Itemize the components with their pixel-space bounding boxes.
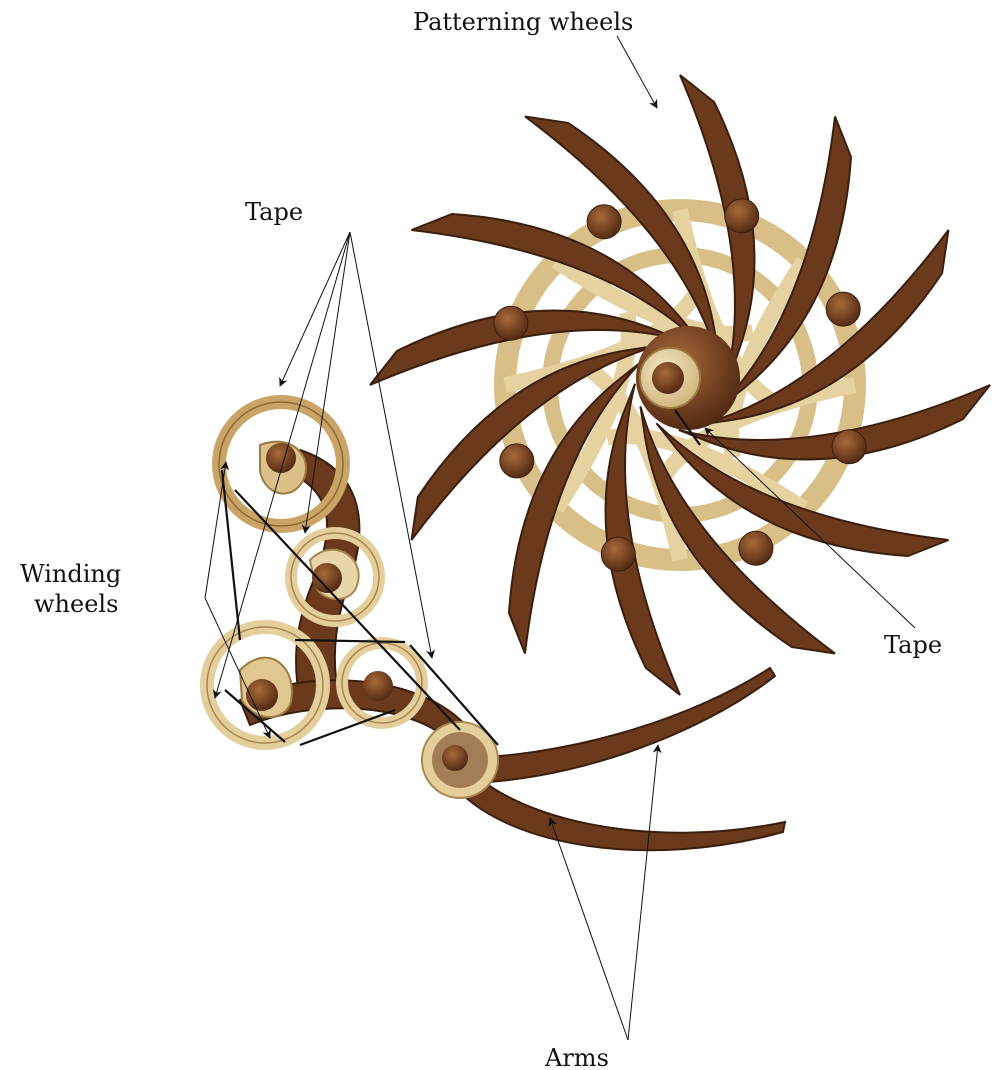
patterning-knob bbox=[494, 306, 528, 340]
label-tape-right: Tape bbox=[884, 631, 942, 659]
label-tape-top: Tape bbox=[245, 198, 303, 226]
arm-lower bbox=[458, 770, 785, 850]
pointer-patterning bbox=[617, 36, 657, 108]
pointer-tape-4 bbox=[350, 232, 432, 658]
label-winding-wheels-line2: wheels bbox=[34, 590, 118, 618]
label-winding-wheels-line1: Winding bbox=[20, 560, 121, 588]
pointer-arms-1 bbox=[550, 818, 628, 1040]
patterning-knob bbox=[601, 537, 635, 571]
patterning-wheels bbox=[370, 75, 990, 695]
patterning-knob bbox=[725, 199, 759, 233]
label-arms: Arms bbox=[544, 1044, 609, 1070]
patterning-knob bbox=[587, 205, 621, 239]
pointer-arms-2 bbox=[628, 745, 658, 1040]
patterning-hub-knob bbox=[652, 362, 684, 394]
patterning-knob bbox=[739, 531, 773, 565]
patterning-knob bbox=[826, 292, 860, 326]
label-patterning-wheels: Patterning wheels bbox=[413, 8, 633, 36]
pointer-tape-1 bbox=[280, 232, 350, 386]
patterning-knob bbox=[832, 430, 866, 464]
patterning-knob bbox=[500, 444, 534, 478]
